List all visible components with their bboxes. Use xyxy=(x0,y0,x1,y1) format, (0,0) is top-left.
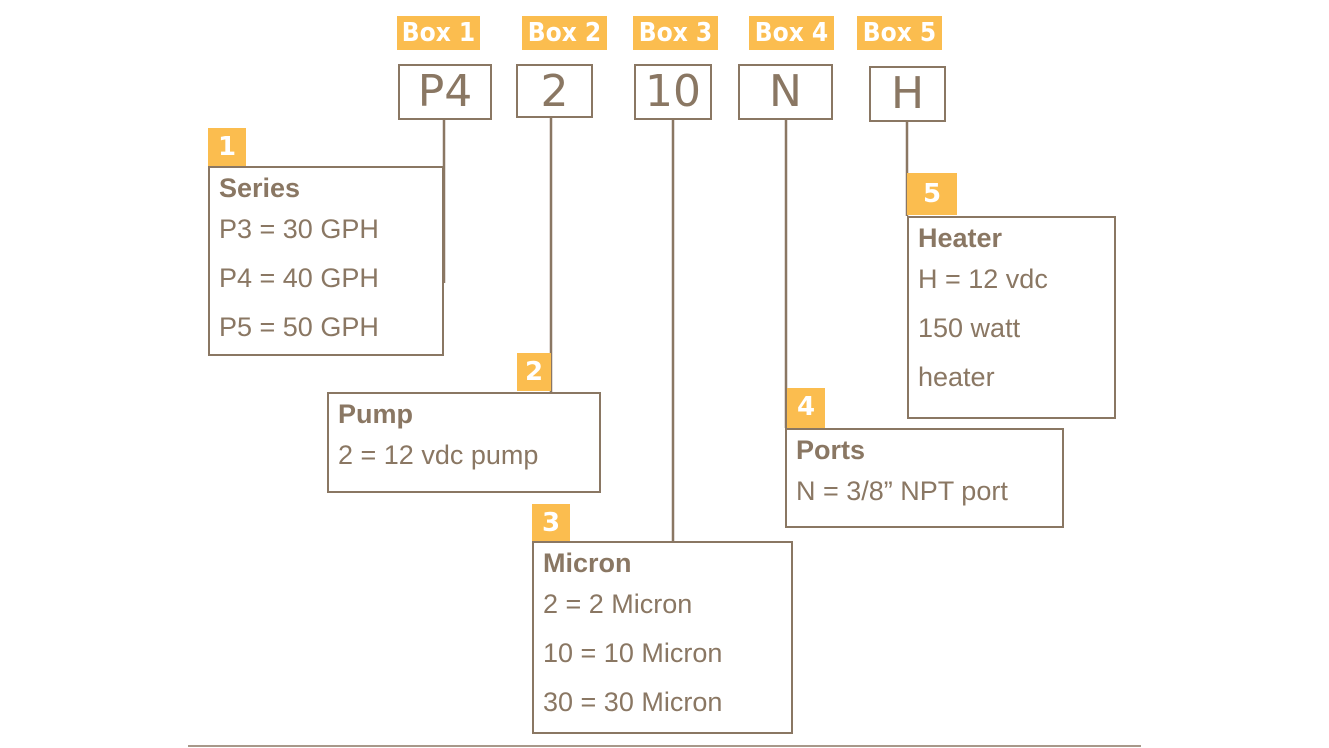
box-2-tag: Box 2 xyxy=(522,16,607,50)
box-3-tag: Box 3 xyxy=(633,16,718,50)
ports-option: N = 3/8” NPT port xyxy=(796,476,1008,506)
series-option: P3 = 30 GPH xyxy=(219,214,379,244)
micron-option: 30 = 30 Micron xyxy=(543,687,723,717)
ports-box: Ports N = 3/8” NPT port xyxy=(785,428,1064,528)
series-box: Series P3 = 30 GPH P4 = 40 GPH P5 = 50 G… xyxy=(208,166,444,356)
series-option: P5 = 50 GPH xyxy=(219,312,379,342)
code-box-3: 10 xyxy=(634,64,712,120)
heater-box: Heater H = 12 vdc 150 watt heater xyxy=(907,216,1116,419)
code-box-4: N xyxy=(738,64,833,120)
series-number: 1 xyxy=(208,128,246,166)
pump-number: 2 xyxy=(517,353,551,391)
series-title: Series xyxy=(219,173,301,203)
micron-option: 2 = 2 Micron xyxy=(543,589,693,619)
heater-option: 150 watt xyxy=(918,313,1021,343)
micron-number: 3 xyxy=(532,504,570,542)
pump-box: Pump 2 = 12 vdc pump xyxy=(327,392,601,493)
code-box-5: H xyxy=(869,66,946,122)
micron-box: Micron 2 = 2 Micron 10 = 10 Micron 30 = … xyxy=(532,541,793,734)
micron-title: Micron xyxy=(543,548,632,578)
box-1-tag: Box 1 xyxy=(397,16,480,50)
box-5-tag: Box 5 xyxy=(857,16,942,50)
code-box-1: P4 xyxy=(398,64,492,120)
heater-number: 5 xyxy=(907,173,957,215)
pump-option: 2 = 12 vdc pump xyxy=(338,440,539,470)
series-option: P4 = 40 GPH xyxy=(219,263,379,293)
heater-option: H = 12 vdc xyxy=(918,264,1048,294)
micron-option: 10 = 10 Micron xyxy=(543,638,723,668)
code-box-2: 2 xyxy=(516,64,593,118)
heater-option: heater xyxy=(918,362,995,392)
pump-title: Pump xyxy=(338,399,414,429)
heater-title: Heater xyxy=(918,223,1003,253)
ports-title: Ports xyxy=(796,435,866,465)
box-4-tag: Box 4 xyxy=(749,16,834,50)
ports-number: 4 xyxy=(787,388,825,428)
